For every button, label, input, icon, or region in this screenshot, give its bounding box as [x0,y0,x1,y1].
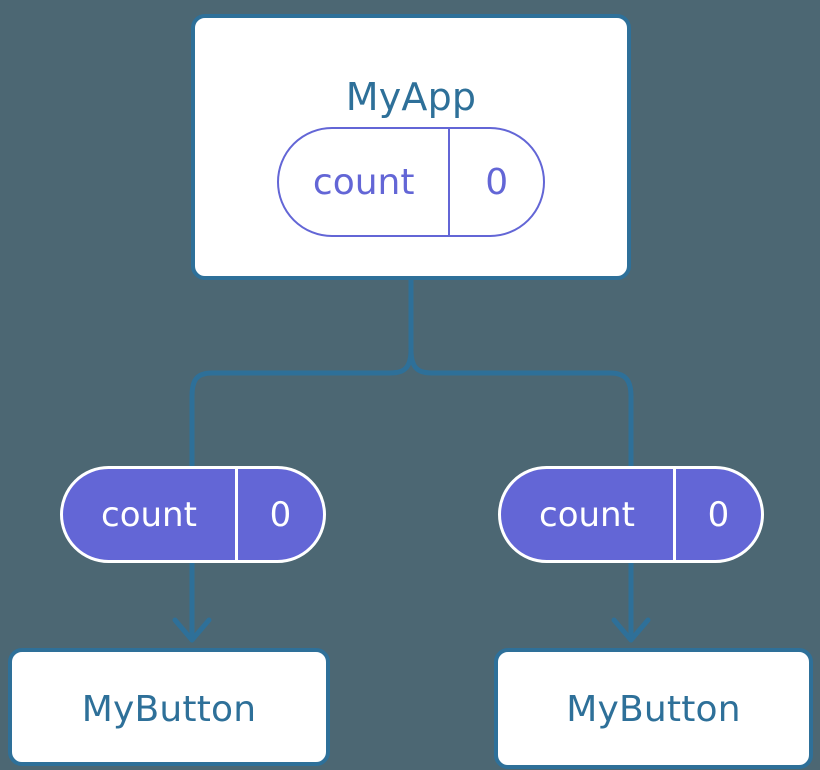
state-value: 0 [672,469,761,560]
state-pill-branch-left[interactable]: count 0 [60,466,326,563]
arrow-head-right-icon [611,617,651,643]
state-value: 0 [448,129,543,235]
state-key: count [101,494,197,535]
connector-branch-left [189,347,414,473]
component-label-mybutton: MyButton [81,689,257,730]
state-key: count [312,161,415,203]
component-label-mybutton: MyButton [566,689,741,730]
state-pill-root[interactable]: count 0 [277,127,545,237]
component-node-mybutton-right[interactable]: MyButton [494,648,813,769]
state-pill-branch-right[interactable]: count 0 [498,466,764,563]
state-value: 0 [234,469,323,560]
arrow-head-left-icon [172,617,212,643]
component-label-myapp: MyApp [345,75,477,119]
connector-branch-right [408,347,634,473]
state-key: count [539,494,635,535]
component-node-mybutton-left[interactable]: MyButton [8,648,330,766]
